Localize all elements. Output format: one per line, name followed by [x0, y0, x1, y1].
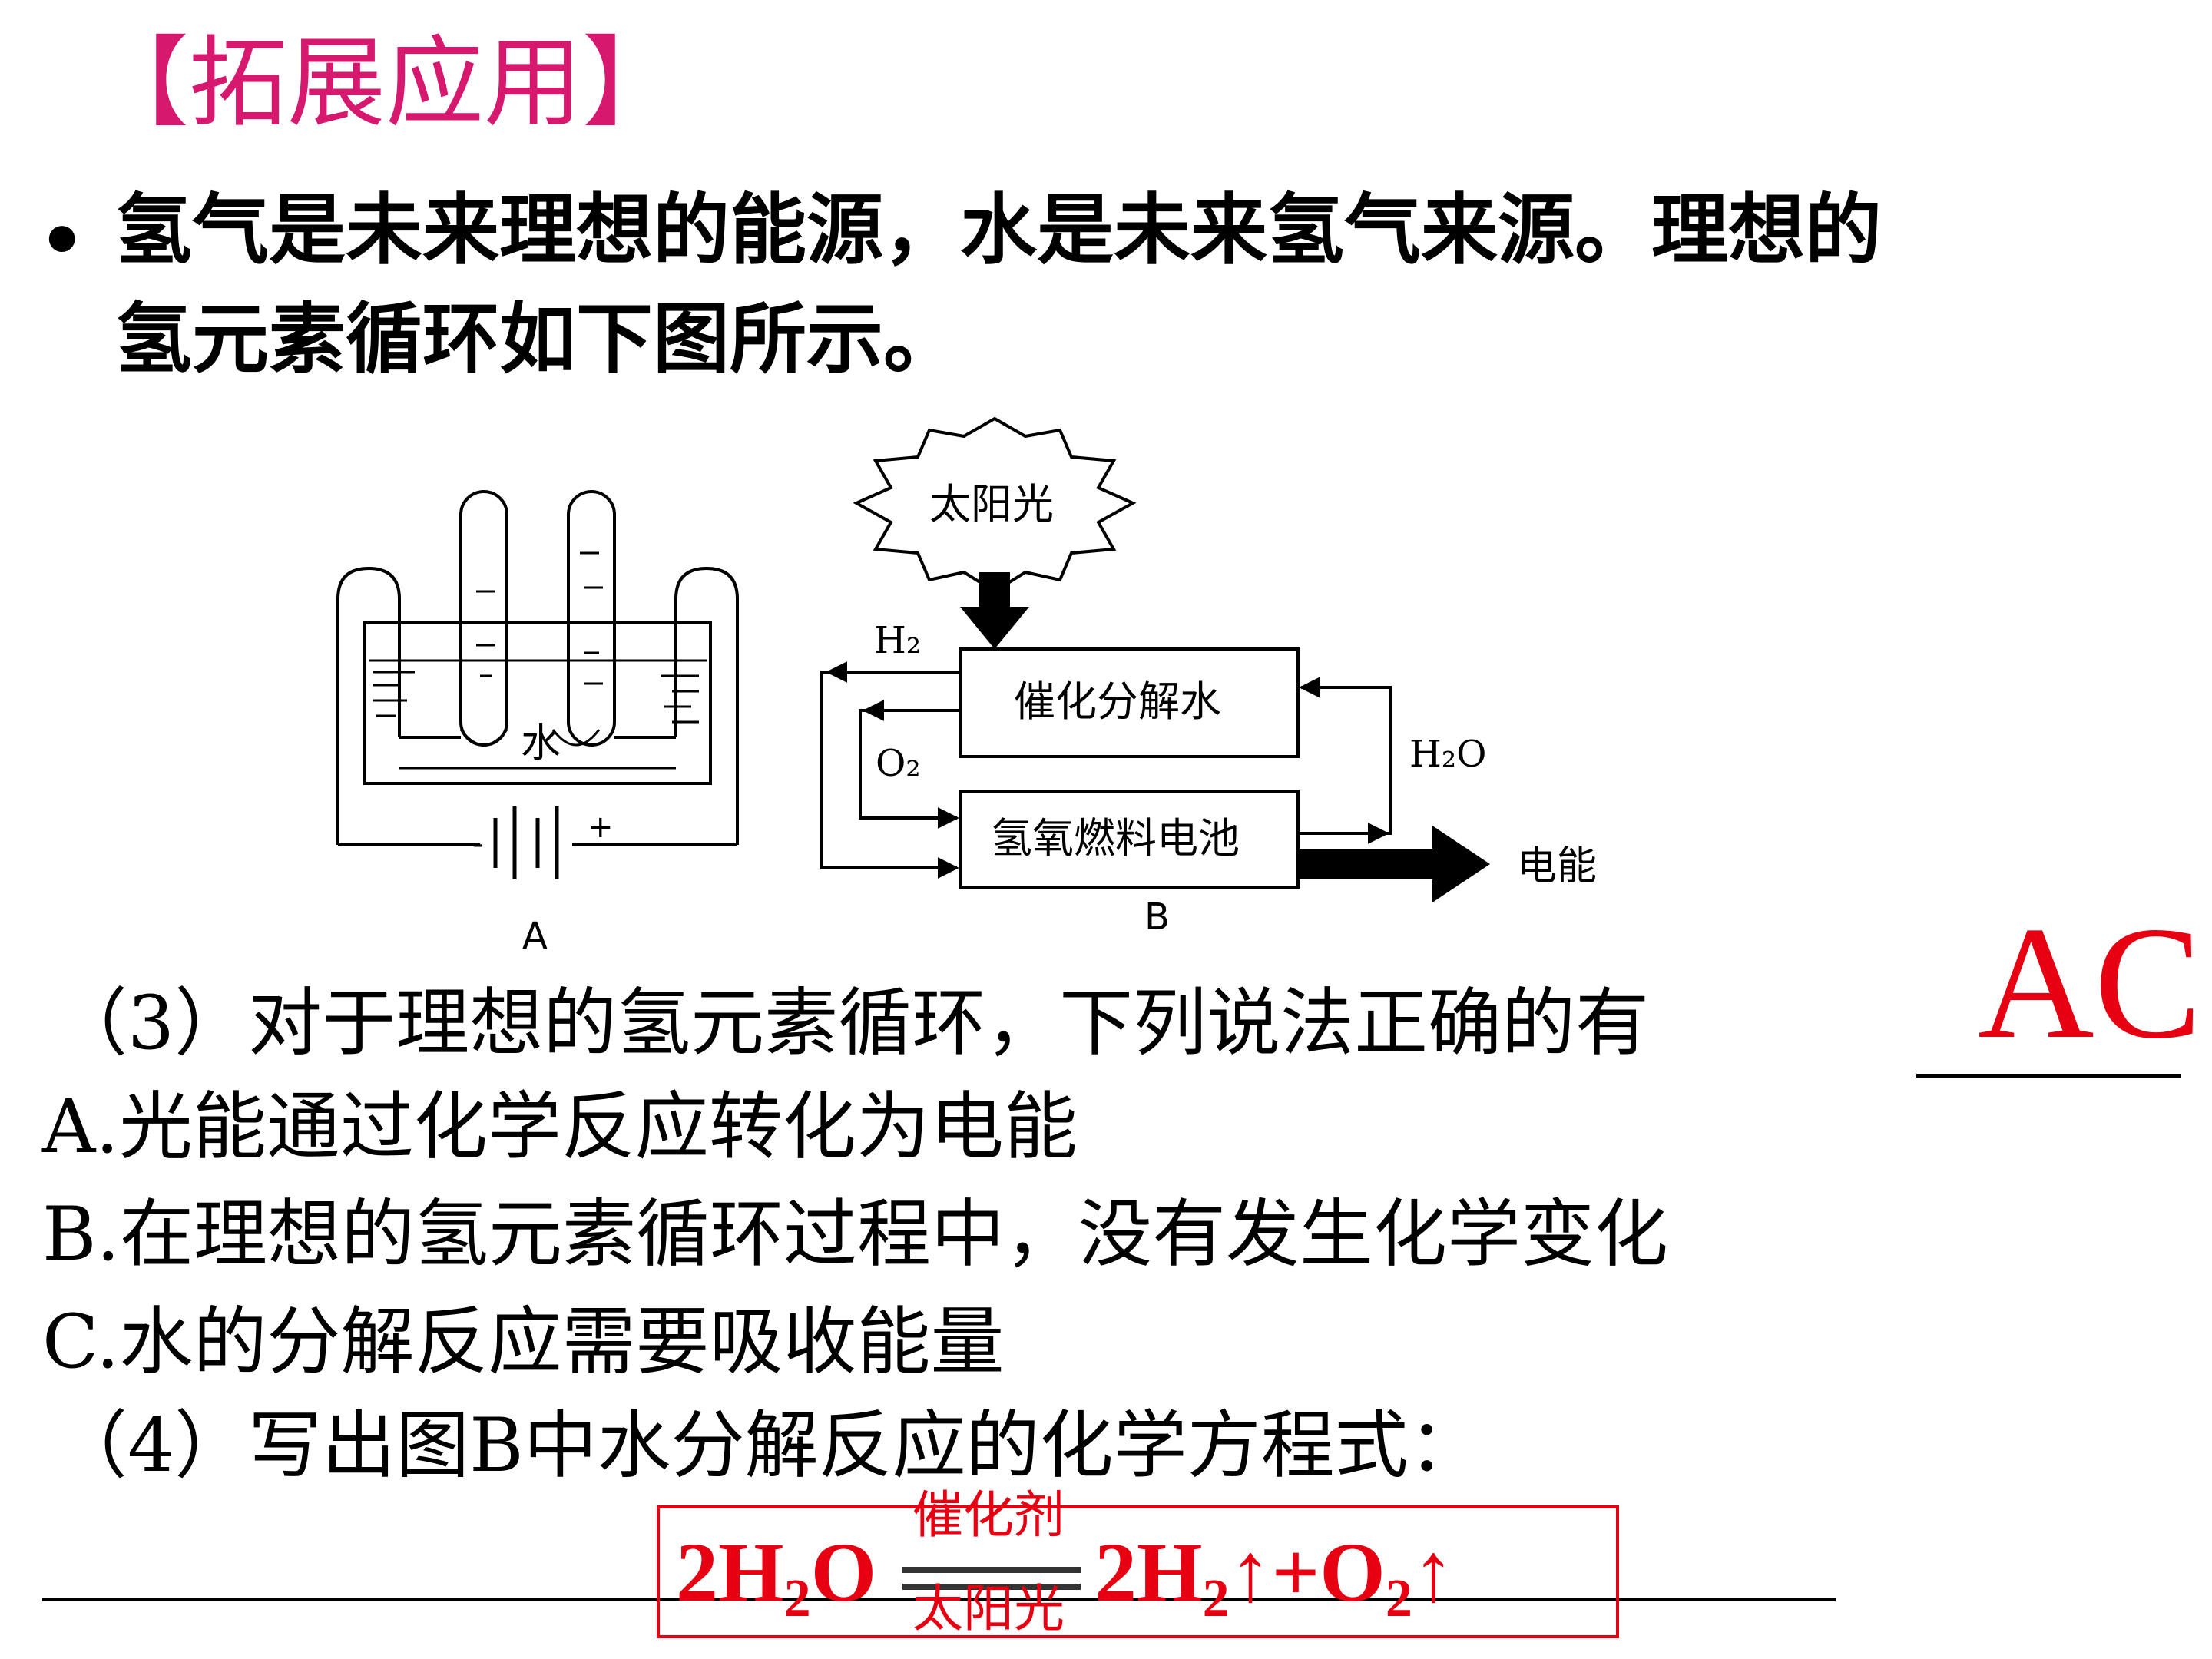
intro-line-1: 氢气是未来理想的能源，水是未来氢气来源。理想的 — [115, 185, 1882, 275]
condition-sunlight: 太阳光 — [912, 1579, 1065, 1638]
electrolysis-apparatus — [336, 490, 739, 846]
answer-3: AC — [1978, 894, 2202, 1072]
catalytic-decomposition-box — [959, 647, 1300, 758]
battery-plus: + — [588, 810, 614, 845]
question-3: （3）对于理想的氢元素循环，下列说法正确的有 — [54, 980, 1650, 1066]
intro-line-2: 氢元素循环如下图所示。 — [115, 294, 960, 384]
lower-box-label: 氢氧燃料电池 — [991, 814, 1240, 863]
sun-to-box-arrow — [960, 572, 1029, 649]
h2o-label: H₂O — [1409, 733, 1486, 776]
electricity-label: 电能 — [1517, 843, 1597, 889]
battery-minus: - — [472, 826, 483, 862]
upper-box-label: 催化分解水 — [1014, 677, 1221, 726]
option-b: B.在理想的氢元素循环过程中，没有发生化学变化 — [42, 1191, 1669, 1277]
bullet-dot: • — [38, 198, 86, 284]
page-title: 【拓展应用】 — [91, 26, 681, 141]
equation-bar-bottom — [902, 1584, 1081, 1590]
sun-label: 太阳光 — [929, 480, 1054, 528]
battery-icon — [493, 806, 559, 879]
condition-catalyst: 催化剂 — [912, 1485, 1065, 1545]
equation-products: 2H2↑+O2↑ — [1094, 1525, 1455, 1628]
equation-bar-top — [902, 1567, 1081, 1573]
figure-a-label: A — [522, 915, 548, 958]
water-label: 水 — [521, 720, 561, 767]
option-c: C.水的分解反应需要吸收能量 — [42, 1299, 1005, 1385]
h2o-return-line — [1298, 677, 1392, 835]
equation-reactant: 2H2O — [676, 1525, 877, 1628]
answer-blank-3 — [1916, 1074, 2181, 1078]
o2-label: O₂ — [876, 742, 921, 785]
answer-blank-4 — [42, 1598, 1836, 1601]
option-a: A.光能通过化学反应转化为电能 — [42, 1084, 1078, 1170]
equation-box — [657, 1505, 1619, 1638]
hydrogen-cycle-diagram: 水 - + A 太阳光 催化分解水 氢氧燃料电池 H₂ O₂ H₂O 电能 B — [336, 416, 1597, 958]
fuel-cell-box — [959, 790, 1300, 889]
h2-label: H₂ — [874, 619, 921, 662]
question-4: （4）写出图B中水分解反应的化学方程式： — [54, 1402, 1482, 1488]
figure-b-label: B — [1144, 896, 1170, 939]
electricity-arrow — [1298, 826, 1490, 902]
water-dashes — [373, 551, 699, 724]
